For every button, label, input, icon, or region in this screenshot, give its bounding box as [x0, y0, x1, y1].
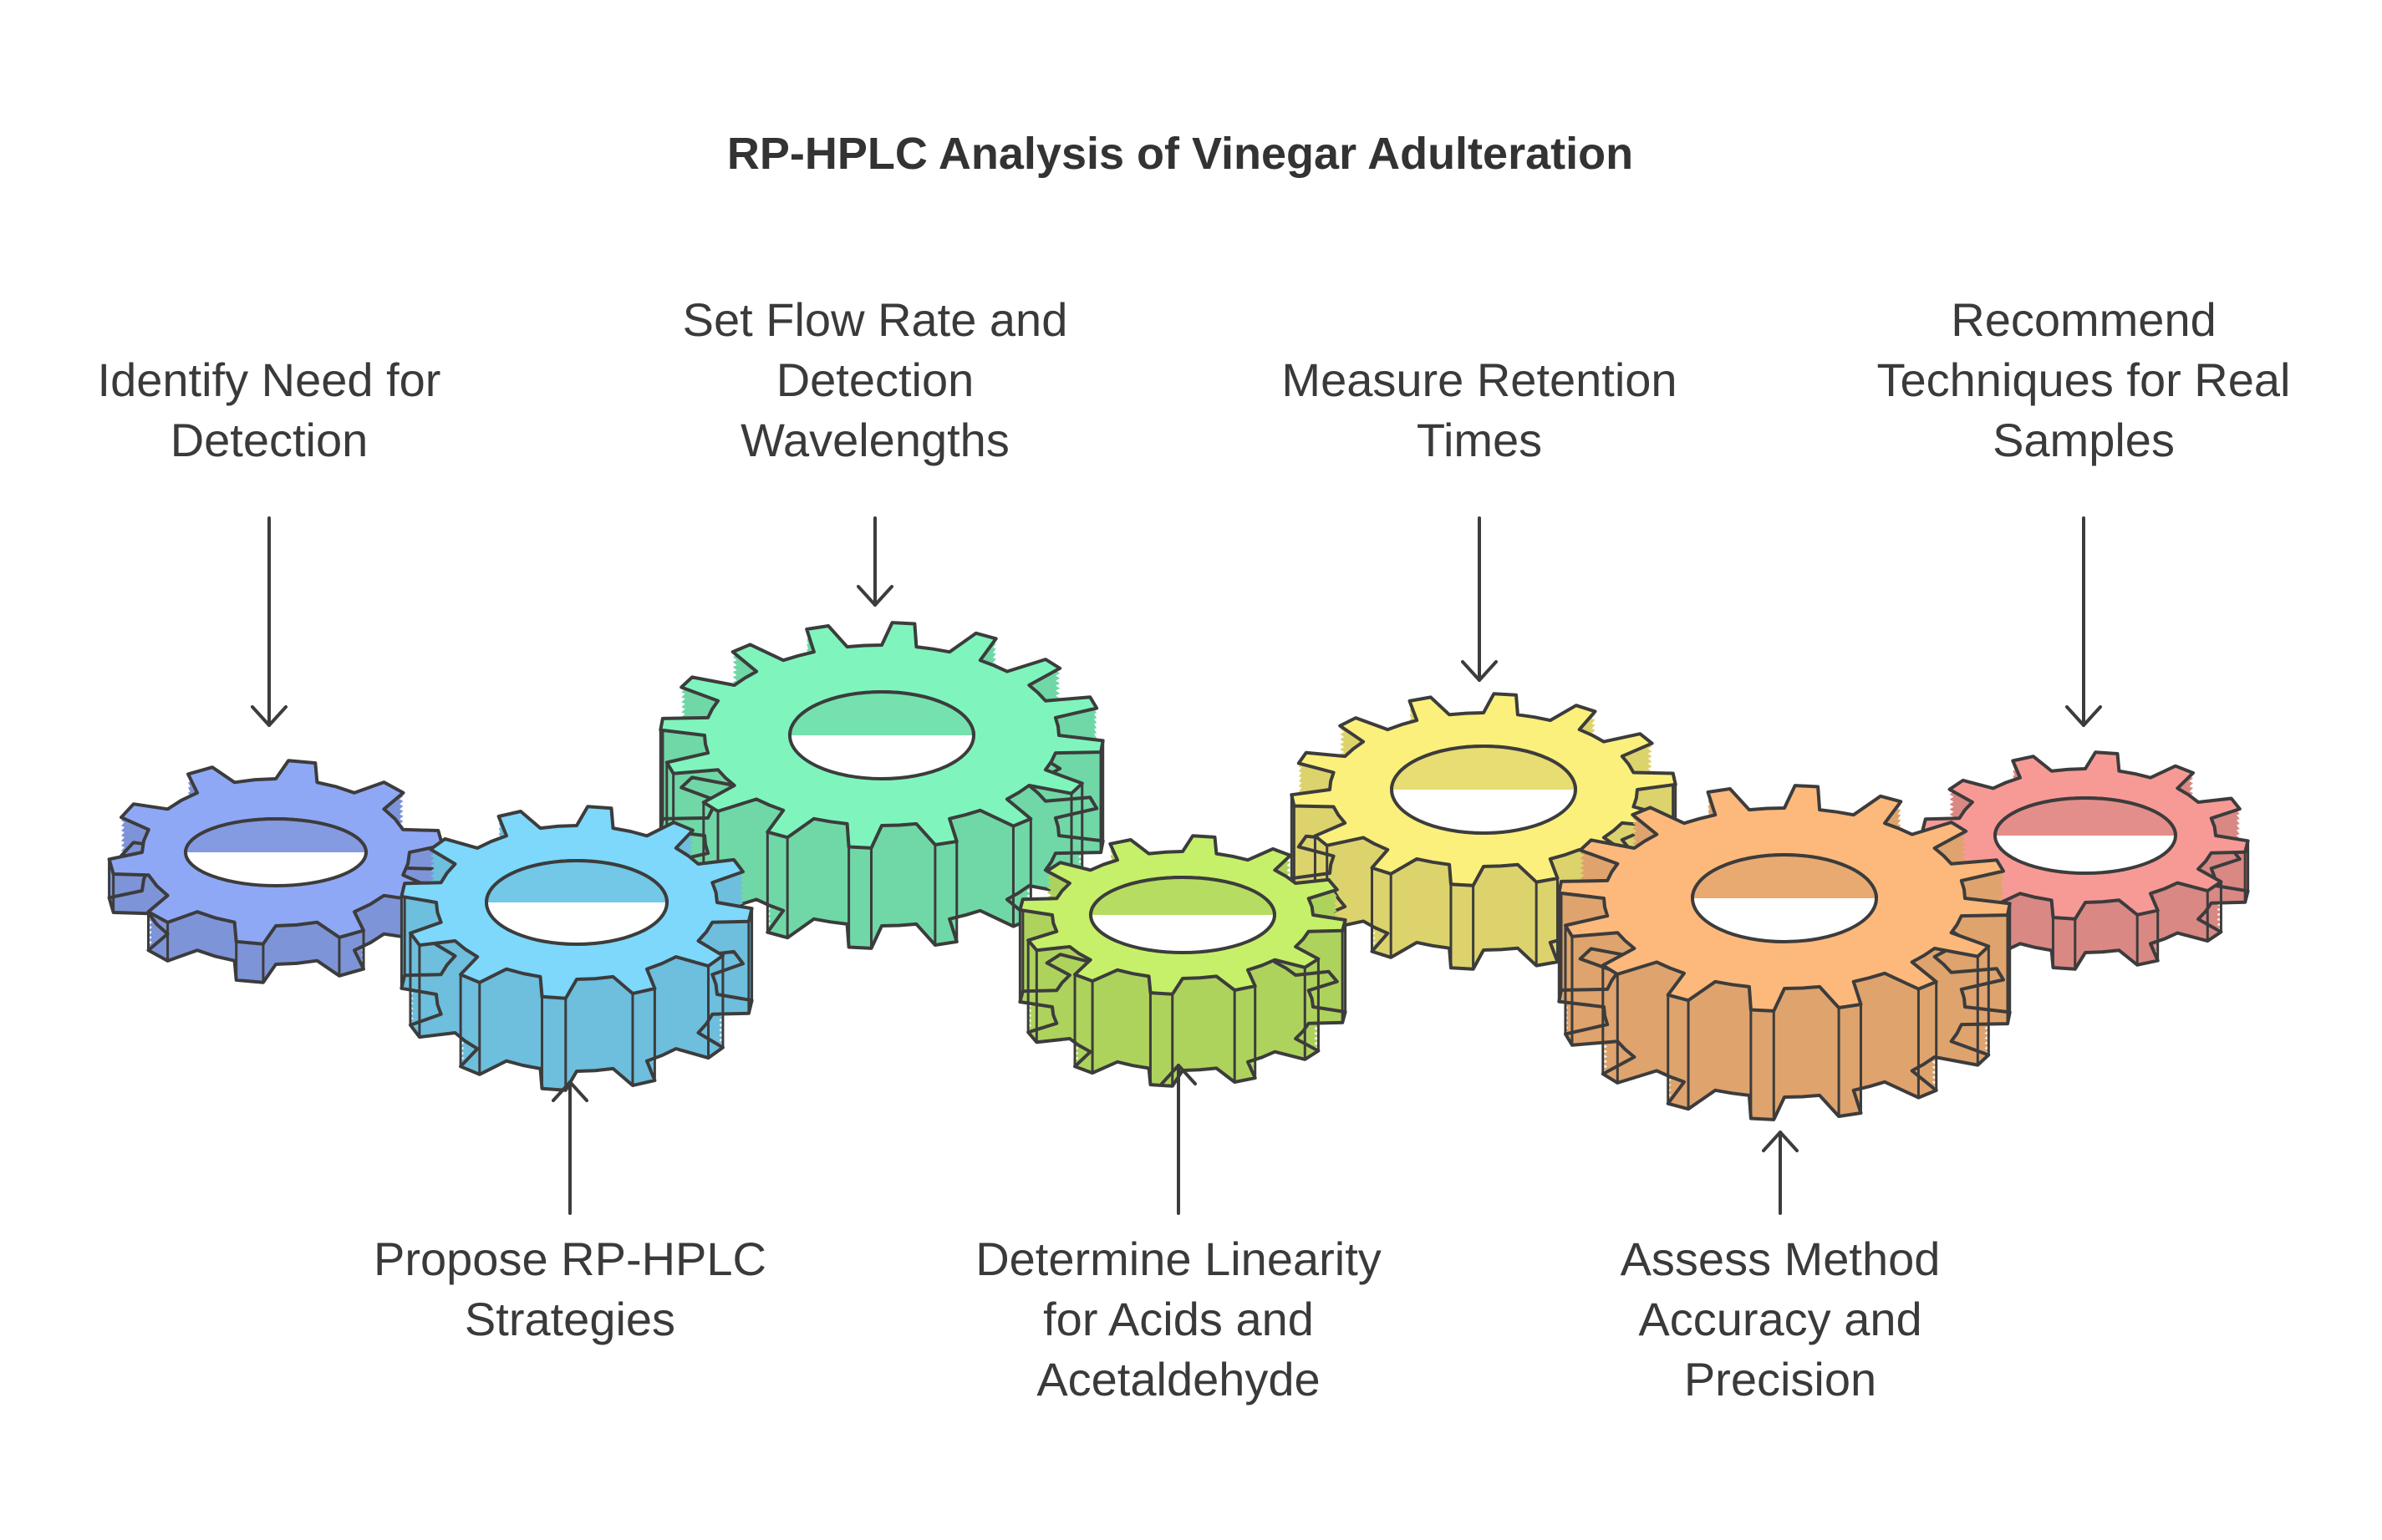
step-label-1-line-2: Detection [171, 414, 369, 466]
arrow-step-1 [251, 516, 288, 727]
step-label-4-line-2: for Acids and [1043, 1293, 1314, 1345]
gear-3 [659, 621, 1105, 950]
arrow-step-2 [552, 1080, 588, 1215]
arrows-layer [251, 516, 2102, 1215]
step-label-4-line-3: Acetaldehyde [1036, 1353, 1320, 1405]
step-label-3-line-2: Detection [776, 353, 975, 406]
step-label-6-line-1: Assess Method [1621, 1233, 1941, 1285]
step-label-3-line-3: Wavelengths [741, 414, 1010, 466]
step-label-6-line-3: Precision [1684, 1353, 1876, 1405]
arrow-step-7 [2065, 516, 2102, 727]
step-label-2: Propose RP-HPLC Strategies [374, 1233, 766, 1345]
arrow-step-5 [1461, 516, 1498, 682]
gear-6 [1557, 784, 2012, 1121]
gear-2 [400, 805, 754, 1092]
arrow-step-4 [1160, 1064, 1197, 1215]
step-label-5-line-1: Measure Retention [1281, 353, 1677, 406]
step-label-2-line-1: Propose RP-HPLC [374, 1233, 766, 1285]
diagram-title: RP-HPLC Analysis of Vinegar Adulteration [727, 129, 1633, 179]
step-label-4-line-1: Determine Linearity [975, 1233, 1382, 1285]
step-label-6-line-2: Accuracy and [1638, 1293, 1921, 1345]
gear-4 [1018, 834, 1347, 1088]
step-label-4: Determine Linearity for Acids andAcetalde… [975, 1233, 1382, 1405]
gears-layer [107, 621, 2250, 1121]
gear-1 [107, 759, 445, 984]
step-label-7-line-2: Techniques for Real [1877, 353, 2291, 406]
gear-7 [1921, 750, 2250, 971]
arrow-step-3 [857, 516, 893, 607]
step-label-1-line-1: Identify Need for [98, 353, 441, 406]
step-label-7-line-3: Samples [1993, 414, 2175, 466]
step-label-7-line-1: Recommend [1951, 293, 2216, 346]
step-label-2-line-2: Strategies [465, 1293, 675, 1345]
step-label-3-line-1: Set Flow Rate and [683, 293, 1068, 346]
arrow-step-6 [1762, 1131, 1799, 1215]
step-label-5-line-2: Times [1417, 414, 1542, 466]
